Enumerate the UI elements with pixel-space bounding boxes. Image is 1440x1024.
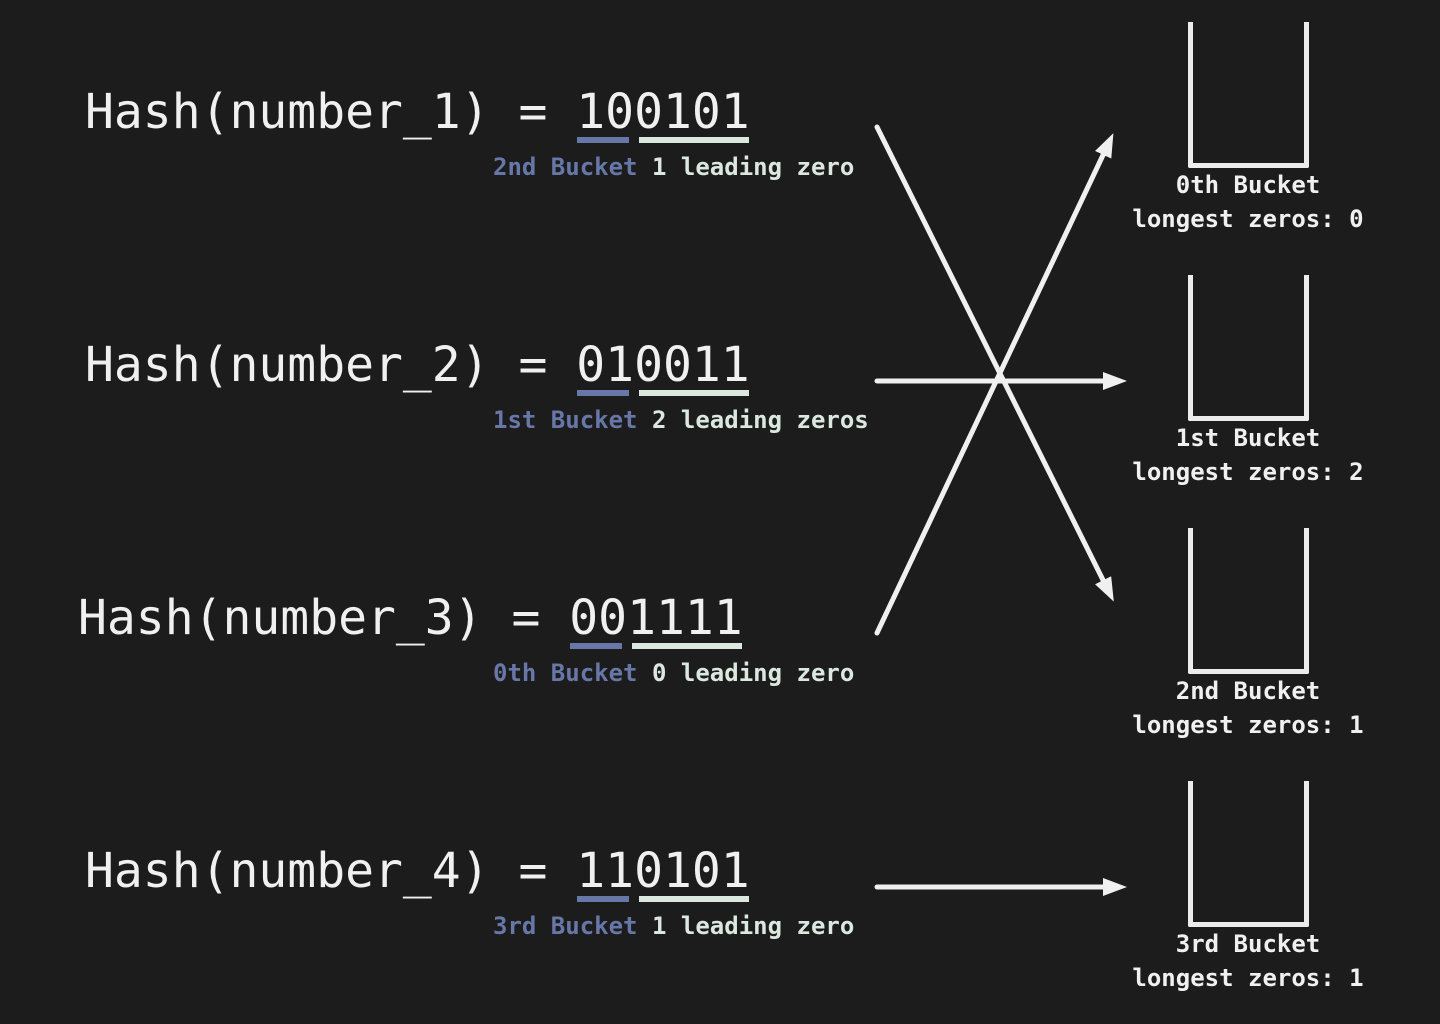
bucket-index-bits: 11	[576, 843, 635, 899]
leading-zeros-label: 2 leading zeros	[652, 406, 869, 434]
bucket-index-bits: 10	[576, 84, 635, 140]
leading-zero-bits: 0101	[634, 84, 750, 140]
bucket-name: 2nd Bucket	[1175, 677, 1321, 705]
bucket-container-shape	[1187, 22, 1309, 168]
bucket-name: 0th Bucket	[1175, 171, 1321, 199]
hash-annotation-1: 2nd Bucket 1 leading zero	[493, 152, 854, 182]
hash-annotation-4: 3rd Bucket 1 leading zero	[493, 911, 854, 941]
hash-call-text: Hash(number_1) =	[85, 84, 577, 140]
bucket-longest-zeros: longest zeros: 0	[1132, 205, 1364, 233]
bucket-index-bits: 00	[569, 590, 628, 646]
hash-annotation-3: 0th Bucket 0 leading zero	[493, 658, 854, 688]
leading-zeros-label: 1 leading zero	[652, 153, 855, 181]
leading-zeros-label: 0 leading zero	[652, 659, 855, 687]
bucket-1: 1st Bucket longest zeros: 2	[1108, 275, 1388, 487]
arrow-hash3-to-0th-bucket	[874, 133, 1114, 636]
bucket-3: 3rd Bucket longest zeros: 1	[1108, 781, 1388, 993]
hash-call-text: Hash(number_3) =	[78, 590, 570, 646]
hash-annotation-2: 1st Bucket 2 leading zeros	[493, 405, 869, 435]
bucket-name: 3rd Bucket	[1175, 930, 1321, 958]
bucket-index-label: 0th Bucket	[493, 659, 638, 687]
bucket-index-label: 1st Bucket	[493, 406, 638, 434]
hash-expression-1: Hash(number_1) = 100101	[85, 84, 750, 140]
leading-zeros-label: 1 leading zero	[652, 912, 855, 940]
bucket-container-shape	[1187, 528, 1309, 674]
bucket-2: 2nd Bucket longest zeros: 1	[1108, 528, 1388, 740]
bucket-0: 0th Bucket longest zeros: 0	[1108, 22, 1388, 234]
bucket-container-shape	[1187, 781, 1309, 927]
leading-zero-bits: 0011	[634, 337, 750, 393]
hash-call-text: Hash(number_4) =	[85, 843, 577, 899]
bucket-longest-zeros: longest zeros: 1	[1132, 711, 1364, 739]
arrow-hash1-to-2nd-bucket	[874, 124, 1114, 602]
bucket-index-label: 3rd Bucket	[493, 912, 638, 940]
bucket-name: 1st Bucket	[1175, 424, 1321, 452]
hash-expression-2: Hash(number_2) = 010011	[85, 337, 750, 393]
bucket-longest-zeros: longest zeros: 2	[1132, 458, 1364, 486]
bucket-container-shape	[1187, 275, 1309, 421]
hash-expression-4: Hash(number_4) = 110101	[85, 843, 750, 899]
bucket-longest-zeros: longest zeros: 1	[1132, 964, 1364, 992]
bucket-index-bits: 01	[576, 337, 635, 393]
hash-expression-3: Hash(number_3) = 001111	[78, 590, 743, 646]
leading-zero-bits: 0101	[634, 843, 750, 899]
bucket-index-label: 2nd Bucket	[493, 153, 638, 181]
hash-call-text: Hash(number_2) =	[85, 337, 577, 393]
leading-zero-bits: 1111	[627, 590, 743, 646]
